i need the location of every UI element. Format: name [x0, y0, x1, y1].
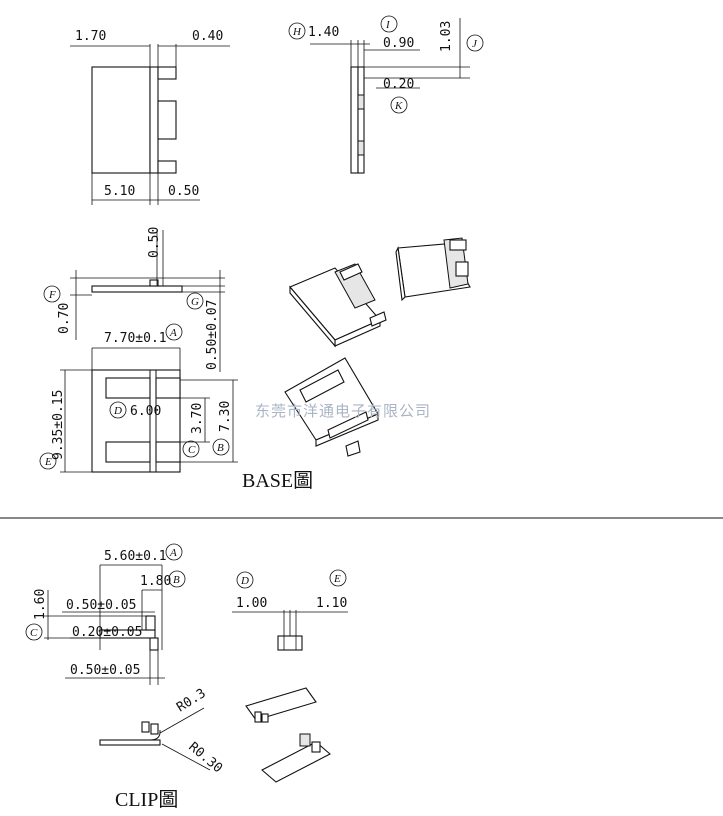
base-pin-bottom [157, 160, 177, 174]
clip-front-view: 5.60±0.1 A 1.80 B 1.60 C 0.50±0.05 0.20±… [25, 543, 186, 685]
label-k: K [394, 100, 403, 112]
label-c: C [188, 444, 196, 456]
label-g: G [191, 296, 199, 308]
label-d: D [113, 405, 122, 417]
label-f: F [48, 289, 56, 301]
dim-1-40: 1.40 [308, 25, 339, 40]
clip-side-view: D 1.00 E 1.10 [232, 569, 348, 651]
base-pin-mid [157, 100, 177, 140]
clip-dim-h: 1.60 [33, 589, 48, 620]
clip-iso-1 [245, 687, 317, 721]
dim-7-30: 7.30 [218, 401, 233, 432]
base-body [91, 66, 151, 174]
base-pin-top [157, 66, 177, 80]
label-b: B [217, 442, 224, 454]
label-i: I [385, 19, 391, 31]
clip-radius-2: R0.30 [185, 740, 225, 777]
dim-7-70: 7.70±0.1 [104, 331, 167, 346]
dim-0-70: 0.70 [57, 303, 72, 334]
label-j: J [472, 38, 478, 50]
clip-label-a: A [169, 547, 177, 559]
dim-0-50-top: 0.50 [147, 227, 162, 258]
clip-side-d: 1.00 [236, 596, 267, 611]
dim-1-03: 1.03 [439, 21, 454, 52]
clip-caption: CLIP圖 [115, 789, 178, 811]
label-e: E [44, 456, 52, 468]
iso-base-3 [284, 357, 379, 441]
base-plate-side [91, 285, 183, 293]
dim-3-70: 3.70 [190, 403, 205, 434]
base-slot [149, 66, 159, 174]
dim-6-00: 6.00 [130, 404, 161, 419]
dim-0-50: 0.50 [168, 184, 199, 199]
clip-dim-2: 0.20±0.05 [72, 625, 142, 640]
clip-label-c: C [30, 627, 38, 639]
base-iso-views [284, 237, 471, 457]
watermark: 东莞市洋通电子有限公司 [255, 402, 431, 420]
dim-0-20: 0.20 [383, 77, 414, 92]
clip-dim-3: 0.50±0.05 [70, 663, 140, 678]
end-slot [357, 66, 365, 174]
label-h: H [292, 26, 302, 38]
dim-0-40: 0.40 [192, 29, 223, 44]
clip-iso-views [245, 687, 331, 783]
clip-label-b: B [173, 574, 180, 586]
base-end-view: H 1.40 I 0.90 1.03 J 0.20 K [288, 15, 484, 174]
clip-dim-1: 0.50±0.05 [66, 598, 136, 613]
dim-0-50-007: 0.50±0.07 [205, 300, 220, 370]
end-plate [350, 66, 359, 174]
clip-side-e: 1.10 [316, 596, 347, 611]
dim-1-70: 1.70 [75, 29, 106, 44]
clip-dim-a: 5.60±0.1 [104, 549, 167, 564]
clip-side-body [277, 635, 303, 651]
dim-5-10: 5.10 [104, 184, 135, 199]
label-a: A [169, 327, 177, 339]
base-top-view: 0.50 F 0.70 G 0.50±0.07 [43, 227, 225, 372]
clip-dim-b: 1.80 [140, 574, 171, 589]
clip-radius-1: R0.3 [174, 686, 209, 715]
base-side-view: 1.70 0.40 5.10 0.50 [70, 29, 230, 205]
dim-9-35: 9.35±0.15 [51, 390, 66, 460]
clip-label-d: D [240, 575, 249, 587]
dim-0-90: 0.90 [383, 36, 414, 51]
clip-profile: R0.3 R0.30 [99, 686, 225, 777]
base-caption: BASE圖 [242, 470, 313, 492]
clip-label-e: E [333, 573, 341, 585]
base-plan-view: 7.70±0.1 A 7.30 B 3.70 C D 6.00 9.35±0.1… [39, 323, 238, 473]
